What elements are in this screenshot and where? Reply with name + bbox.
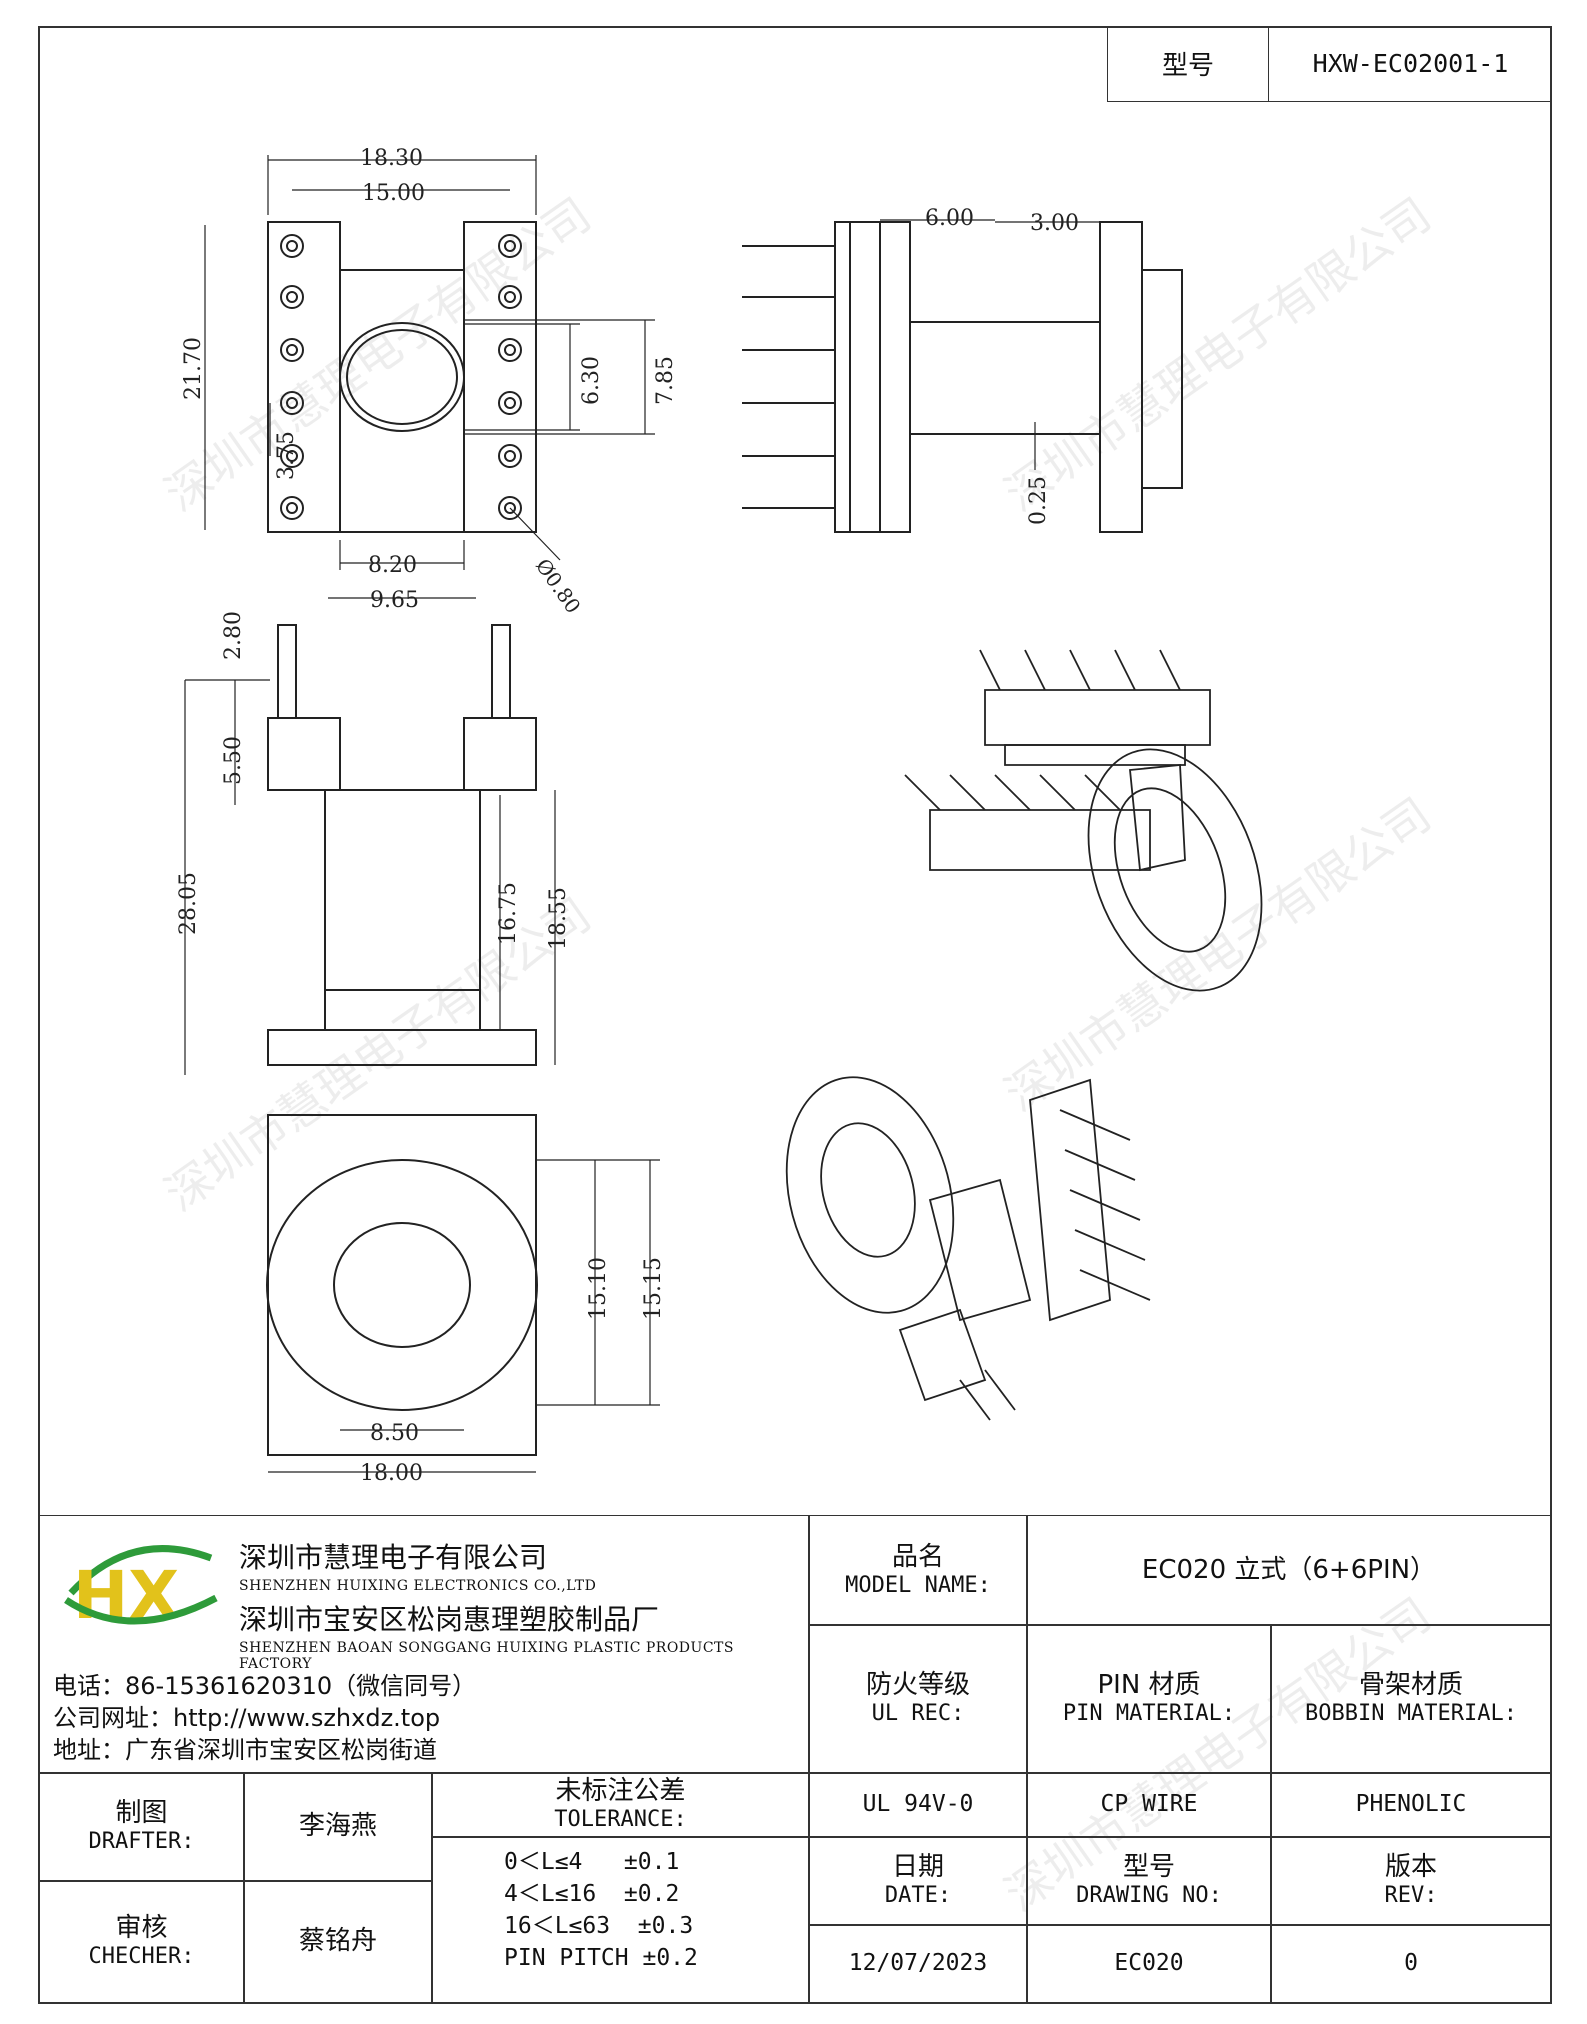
checker-name: 蔡铭舟 (298, 1926, 377, 1957)
checker-name-cell: 蔡铭舟 (243, 1880, 433, 2004)
drawing-no-label-cell: 型号 DRAWING NO: (1026, 1836, 1272, 1926)
pin-material-label-cell: PIN 材质 PIN MATERIAL: (1026, 1624, 1272, 1774)
dim-6-30: 6.30 (579, 356, 604, 405)
tolerance-label-cell: 未标注公差 TOLERANCE: (431, 1772, 810, 1838)
tolerance-row-1: 0＜L≤4 ±0.1 (504, 1849, 680, 1875)
dim-0-25: 0.25 (1026, 476, 1051, 525)
pin-material-value: CP WIRE (1100, 1791, 1198, 1818)
drawing-no-cn: 型号 (1122, 1852, 1175, 1883)
model-name-value: EC020 立式（6+6PIN） (1141, 1554, 1437, 1585)
rev-value-cell: 0 (1270, 1924, 1552, 2004)
bobbin-material-label-cell: 骨架材质 BOBBIN MATERIAL: (1270, 1624, 1552, 1774)
ul-cn: 防火等级 (865, 1670, 970, 1701)
checker-cn: 审核 (115, 1913, 168, 1944)
dim-8-50: 8.50 (370, 1421, 419, 1446)
dim-18-55: 18.55 (546, 887, 571, 950)
model-name-en: MODEL NAME: (845, 1572, 991, 1598)
dim-5-50: 5.50 (221, 736, 246, 785)
model-value: HXW-EC02001-1 (1312, 49, 1509, 78)
checker-en: CHECHER: (88, 1944, 195, 1970)
company-website: 公司网址：http://www.szhxdz.top (53, 1704, 441, 1732)
ul-en: UL REC: (871, 1701, 965, 1727)
model-name-value-cell: EC020 立式（6+6PIN） (1026, 1515, 1552, 1626)
dim-15-00: 15.00 (362, 181, 425, 206)
dim-3-00: 3.00 (1030, 211, 1079, 236)
date-en: DATE: (884, 1883, 952, 1909)
bobbin-material-value-cell: PHENOLIC (1270, 1772, 1552, 1838)
rev-label-cell: 版本 REV: (1270, 1836, 1552, 1926)
rev-en: REV: (1384, 1883, 1438, 1909)
tolerance-row-4: PIN PITCH ±0.2 (504, 1945, 698, 1971)
checker-label-cell: 审核 CHECHER: (38, 1880, 245, 2004)
dim-pin-dia: Ø0.80 (531, 554, 586, 618)
dim-28-05: 28.05 (176, 872, 201, 935)
company-phone: 电话：86-15361620310（微信同号） (53, 1672, 477, 1700)
company-name-en: SHENZHEN HUIXING ELECTRONICS CO.,LTD (239, 1578, 597, 1594)
tolerance-row-3: 16＜L≤63 ±0.3 (504, 1913, 694, 1939)
ul-value: UL 94V-0 (862, 1791, 974, 1818)
dim-9-65: 9.65 (370, 588, 419, 613)
drawing-no-value: EC020 (1114, 1950, 1184, 1977)
drafter-name: 李海燕 (298, 1811, 377, 1842)
rev-value: 0 (1404, 1950, 1418, 1977)
drawing-no-en: DRAWING NO: (1076, 1883, 1222, 1909)
top-view: 18.30 15.00 21.70 6.30 7.85 3.75 8.20 9.… (181, 146, 678, 618)
model-name-cn: 品名 (891, 1541, 944, 1572)
front-view: 2.80 5.50 28.05 16.75 18.55 (176, 611, 571, 1075)
date-label-cell: 日期 DATE: (808, 1836, 1028, 1926)
dim-18-00: 18.00 (360, 1461, 423, 1486)
drafter-label-cell: 制图 DRAFTER: (38, 1772, 245, 1882)
drafter-name-cell: 李海燕 (243, 1772, 433, 1882)
tolerance-values-cell: 0＜L≤4 ±0.1 4＜L≤16 ±0.2 16＜L≤63 ±0.3 PIN … (431, 1836, 810, 2004)
model-name-label-cell: 品名 MODEL NAME: (808, 1515, 1028, 1626)
bobbin-material-value: PHENOLIC (1355, 1791, 1467, 1818)
dim-15-15: 15.15 (641, 1257, 666, 1320)
rev-cn: 版本 (1384, 1852, 1437, 1883)
drafter-en: DRAFTER: (88, 1829, 195, 1855)
dim-7-85: 7.85 (653, 356, 678, 405)
factory-name-en: SHENZHEN BAOAN SONGGANG HUIXING PLASTIC … (239, 1640, 734, 1672)
part-number-box: 型号 HXW-EC02001-1 (1107, 26, 1552, 102)
pin-material-en: PIN MATERIAL: (1062, 1701, 1236, 1727)
model-label: 型号 (1108, 26, 1269, 101)
company-address: 地址：广东省深圳市宝安区松岗街道 (53, 1736, 437, 1764)
drawing-no-value-cell: EC020 (1026, 1924, 1272, 2004)
technical-drawing: 18.30 15.00 21.70 6.30 7.85 3.75 8.20 9.… (176, 146, 1263, 1486)
company-block: HX 深圳市慧理电子有限公司 SHENZHEN HUIXING ELECTRON… (38, 1515, 810, 1774)
bobbin-material-cn: 骨架材质 (1358, 1670, 1463, 1701)
dim-15-10: 15.10 (586, 1257, 611, 1320)
tolerance-row-2: 4＜L≤16 ±0.2 (504, 1881, 680, 1907)
company-logo: HX (64, 1545, 218, 1628)
tolerance-cn: 未标注公差 (555, 1776, 686, 1807)
drafter-cn: 制图 (115, 1798, 168, 1829)
factory-name-cn: 深圳市宝安区松岗惠理塑胶制品厂 (239, 1603, 660, 1636)
isometric-view-1 (904, 649, 1263, 992)
dim-8-20: 8.20 (368, 553, 417, 578)
dim-18-30: 18.30 (360, 146, 423, 171)
dim-2-80: 2.80 (221, 611, 246, 660)
pin-holes-left (280, 234, 304, 520)
dim-21-70: 21.70 (181, 337, 206, 400)
date-value-cell: 12/07/2023 (808, 1924, 1028, 2004)
tolerance-en: TOLERANCE: (554, 1807, 687, 1833)
bottom-view: 15.10 15.15 8.50 18.00 (266, 1114, 666, 1486)
pin-material-cn: PIN 材质 (1097, 1670, 1201, 1701)
pin-material-value-cell: CP WIRE (1026, 1772, 1272, 1838)
isometric-view-2 (785, 1076, 1151, 1421)
ul-label-cell: 防火等级 UL REC: (808, 1624, 1028, 1774)
dim-16-75: 16.75 (496, 882, 521, 945)
side-view: 6.00 3.00 0.25 (742, 206, 1183, 533)
date-value: 12/07/2023 (848, 1950, 988, 1977)
company-name-cn: 深圳市慧理电子有限公司 (239, 1541, 548, 1574)
date-cn: 日期 (891, 1852, 944, 1883)
dim-6-00: 6.00 (925, 206, 974, 231)
bobbin-material-en: BOBBIN MATERIAL: (1305, 1701, 1517, 1727)
dim-3-75: 3.75 (274, 431, 299, 480)
ul-value-cell: UL 94V-0 (808, 1772, 1028, 1838)
pin-holes-right (498, 234, 522, 520)
